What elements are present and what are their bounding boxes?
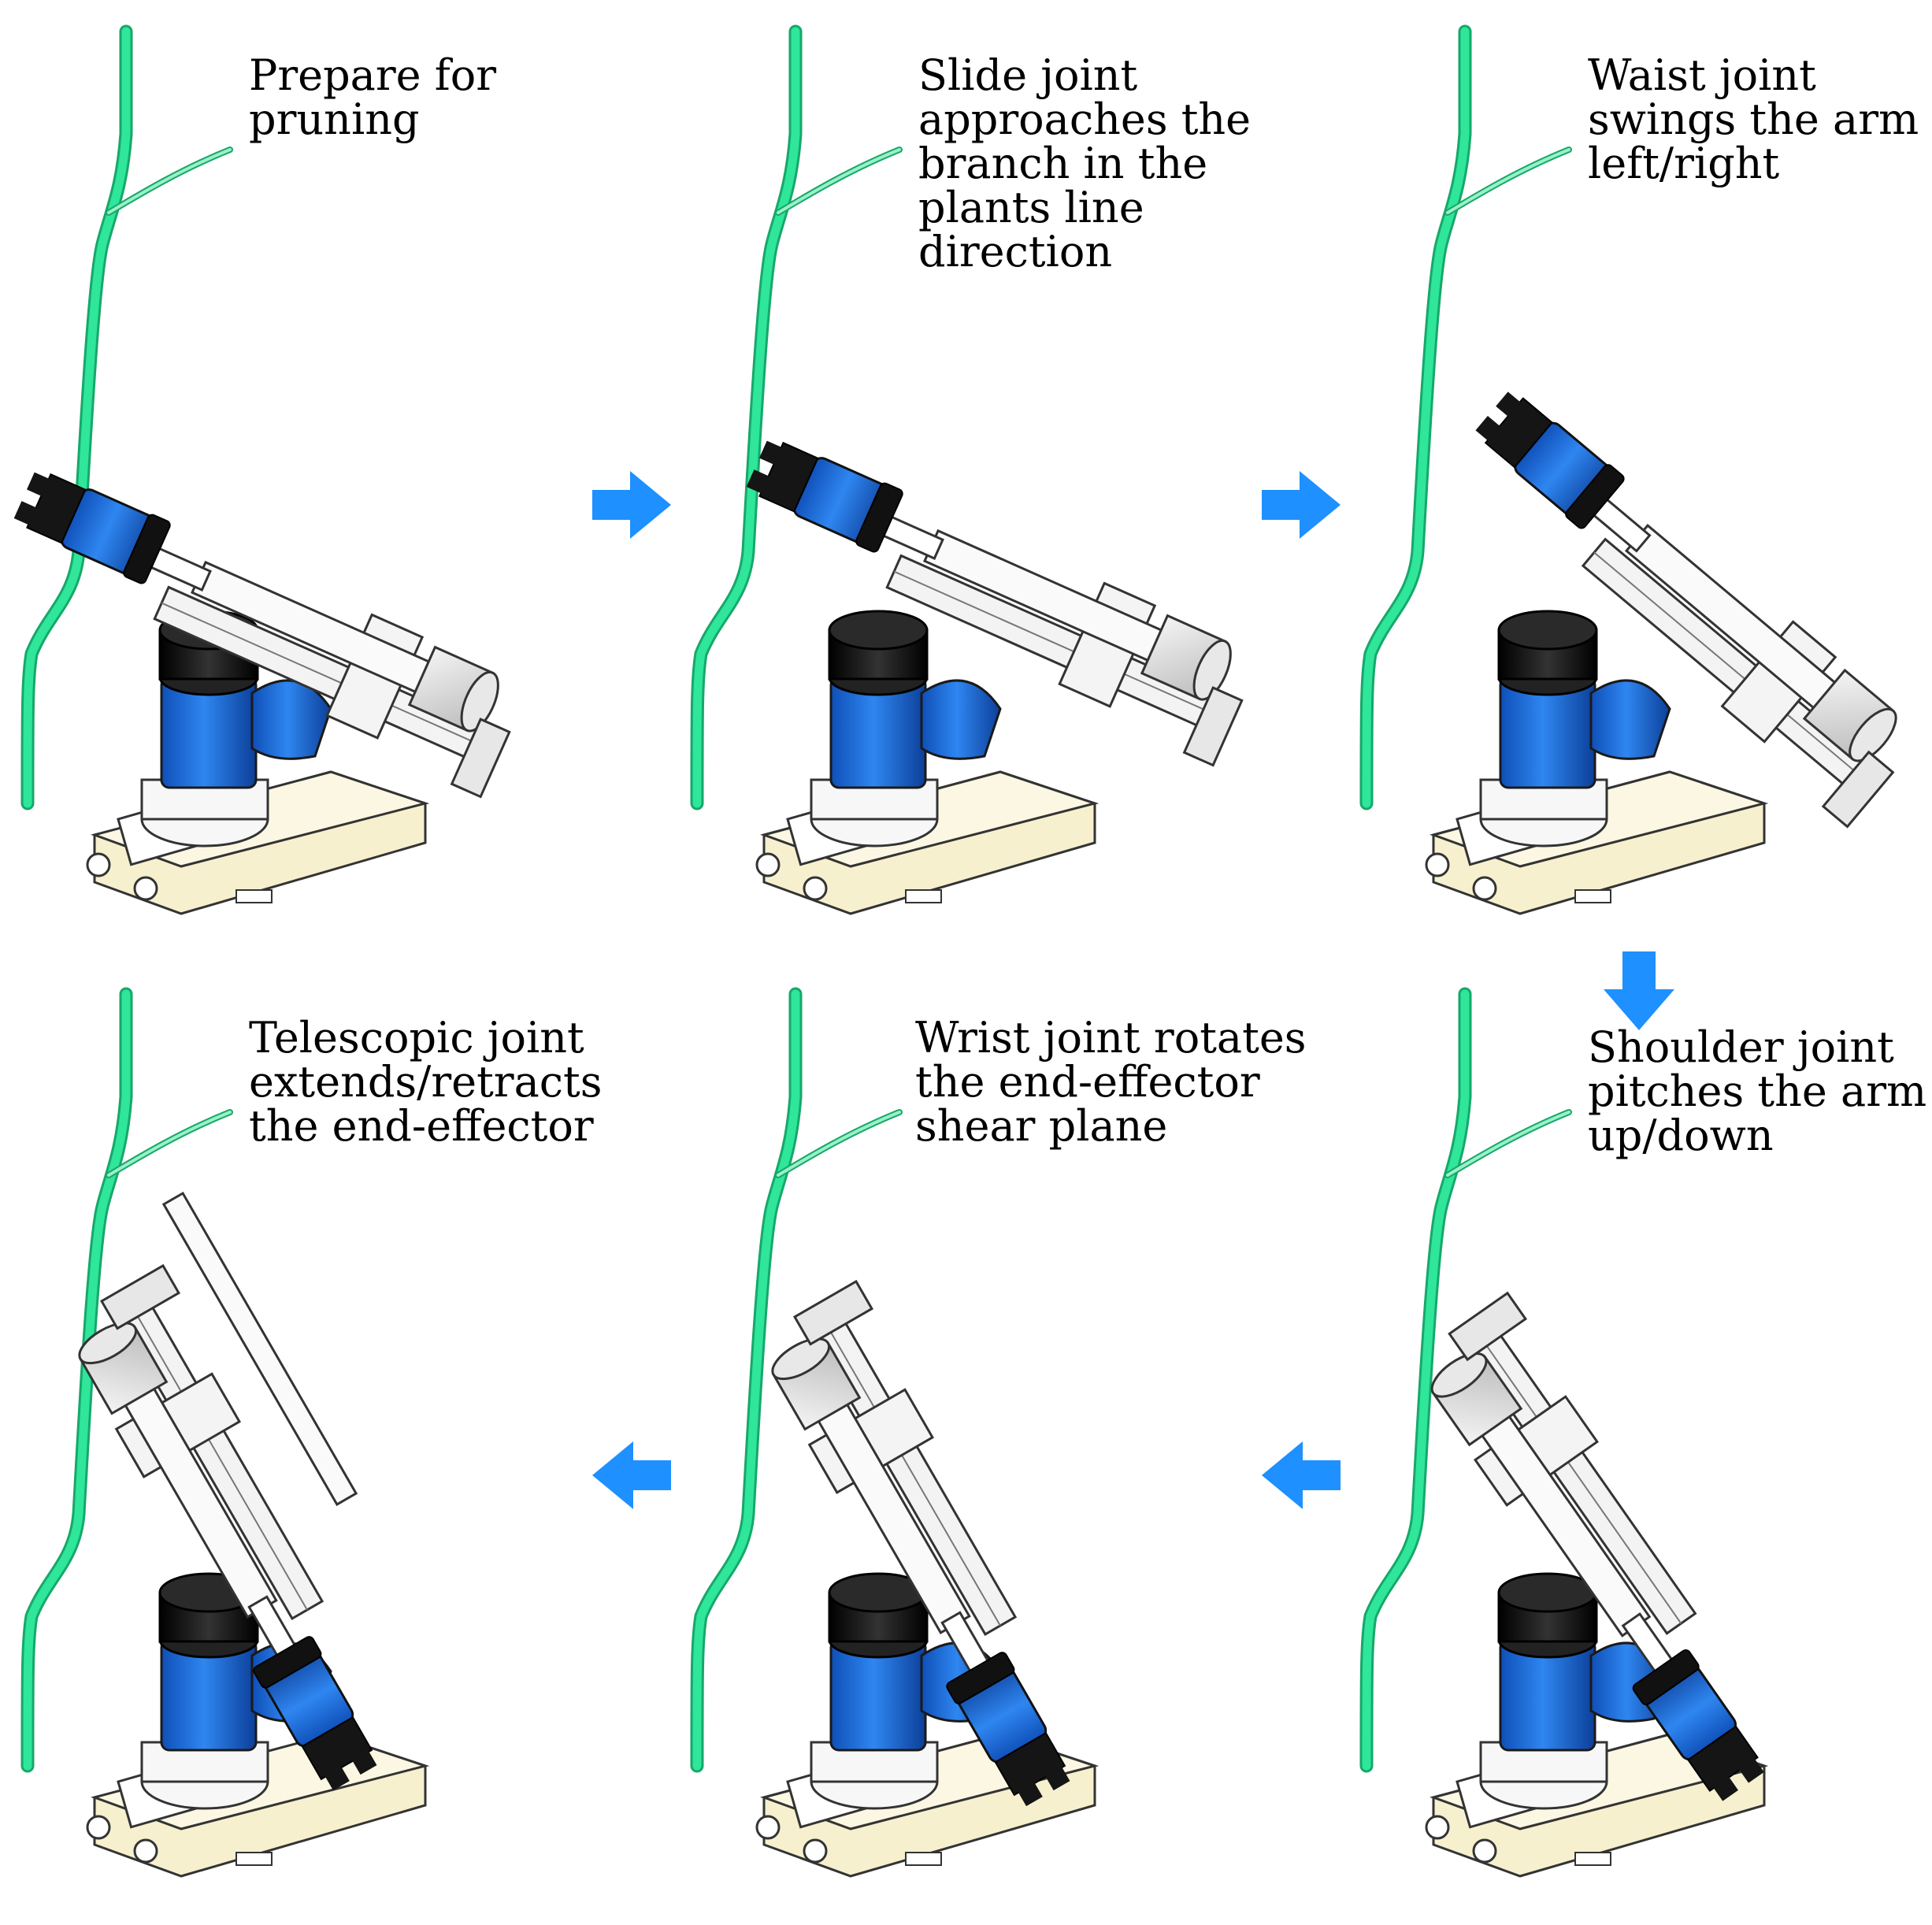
robot-arm — [1404, 1292, 1819, 1808]
robot-arm — [747, 1280, 1127, 1812]
robot-illustration — [0, 962, 434, 1878]
arrow-right-1 — [592, 471, 671, 539]
arrow-down — [1604, 951, 1674, 1030]
robot-illustration — [0, 0, 532, 915]
arrow-left-2 — [592, 1441, 671, 1509]
arrow-left-1 — [1262, 1441, 1341, 1509]
arrow-right-2 — [1262, 471, 1341, 539]
telescopic-tube — [161, 1191, 358, 1507]
